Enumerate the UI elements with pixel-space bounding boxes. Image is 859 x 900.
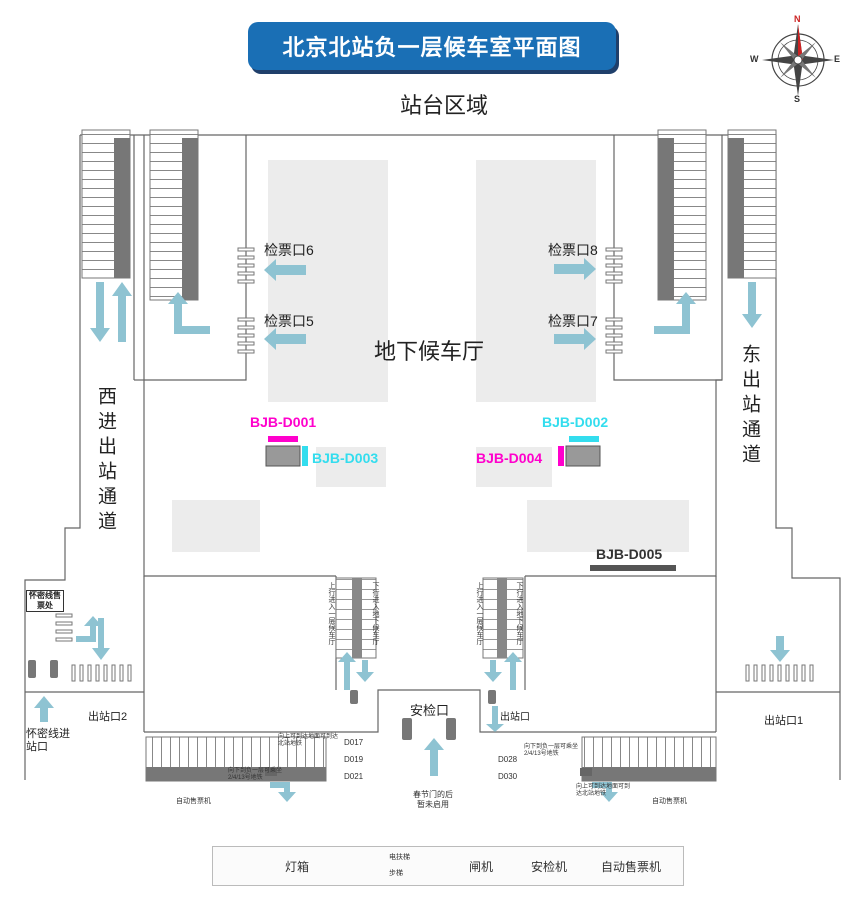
compass-e: E [834,54,841,64]
compass-n: N [794,14,801,24]
stair-right-down-note: 下行进入地下候车厅 [516,582,523,645]
right-down-note: 向下到负一层可乘坐2/4/13号地铁 [524,744,579,757]
escalators-center [335,577,524,659]
ticket-machine-right-label: 自动售票机 [652,798,687,805]
code-d017: D017 [344,738,364,747]
huaimi-entrance-label: 怀密线进站口 [26,728,70,753]
huaimi-ticket-office: 怀密线售票处 [26,590,64,612]
compass [762,24,834,96]
east-passage-label: 东出站通道 [739,344,760,469]
ticket-gates [55,247,814,682]
compass-s: S [794,94,801,104]
legend-ticket-machine: 自动售票机 [601,860,662,874]
code-d021: D021 [344,772,364,781]
security-door-note: 春节门的后暂未启用 [413,790,453,809]
platform-area-label: 站台区域 [400,93,489,118]
lightbox-d001: BJB-D001 [250,414,317,430]
code-d019: D019 [344,755,364,764]
legend-lightbox: 灯箱 [285,860,310,874]
legend-escalator: 电扶梯 [389,854,410,861]
stair-left-up-note: 上行进入一层候车厅 [328,582,335,645]
code-d030: D030 [498,772,518,781]
exit-1-label: 出站口1 [764,715,804,727]
exit-small-label: 出站口 [500,712,530,723]
escalators-top [81,129,777,301]
lightbox-d004: BJB-D004 [476,450,543,466]
compass-labels: N S E W [750,14,842,106]
code-d028: D028 [498,755,518,764]
lightbox-d005: BJB-D005 [596,546,663,562]
left-up-note: 向上可到达地面可到达北站地铁 [278,734,339,747]
compass-w: W [750,54,759,64]
gate-7-label: 检票口7 [548,313,598,329]
lightbox-d002: BJB-D002 [542,414,609,430]
west-passage-label: 西进出站通道 [95,386,116,536]
security-label: 安检口 [410,703,450,718]
gate-8-label: 检票口8 [548,242,598,258]
light-boxes [265,436,676,571]
legend: 灯箱 电扶梯 步梯 闸机 安检机 自动售票机 [212,846,684,886]
legend-gate: 闸机 [469,860,494,874]
floor-zones [172,160,689,552]
right-up-note: 向上可到达地面可到达北站地铁 [576,784,631,797]
exit-2-label: 出站口2 [88,711,128,723]
ticket-machines [265,768,592,776]
security-machines [28,660,496,740]
stair-left-down-note: 下行进入地下候车厅 [372,582,379,645]
page-title: 北京北站负一层候车室平面图 [248,22,616,70]
ticket-machine-left-label: 自动售票机 [176,798,211,805]
walls [24,134,841,780]
gate-5-label: 检票口5 [264,313,314,329]
lightbox-d003: BJB-D003 [312,450,379,466]
hall-label: 地下候车厅 [374,339,485,364]
legend-security-machine: 安检机 [531,860,568,874]
direction-arrows [34,258,790,802]
gate-6-label: 检票口6 [264,242,314,258]
stair-right-up-note: 上行进入一层候车厅 [476,582,483,645]
escalators-bottom [145,736,717,782]
legend-stairs: 步梯 [389,870,403,877]
left-down-note: 向下到负一层可乘坐2/4/13号地铁 [228,768,283,781]
